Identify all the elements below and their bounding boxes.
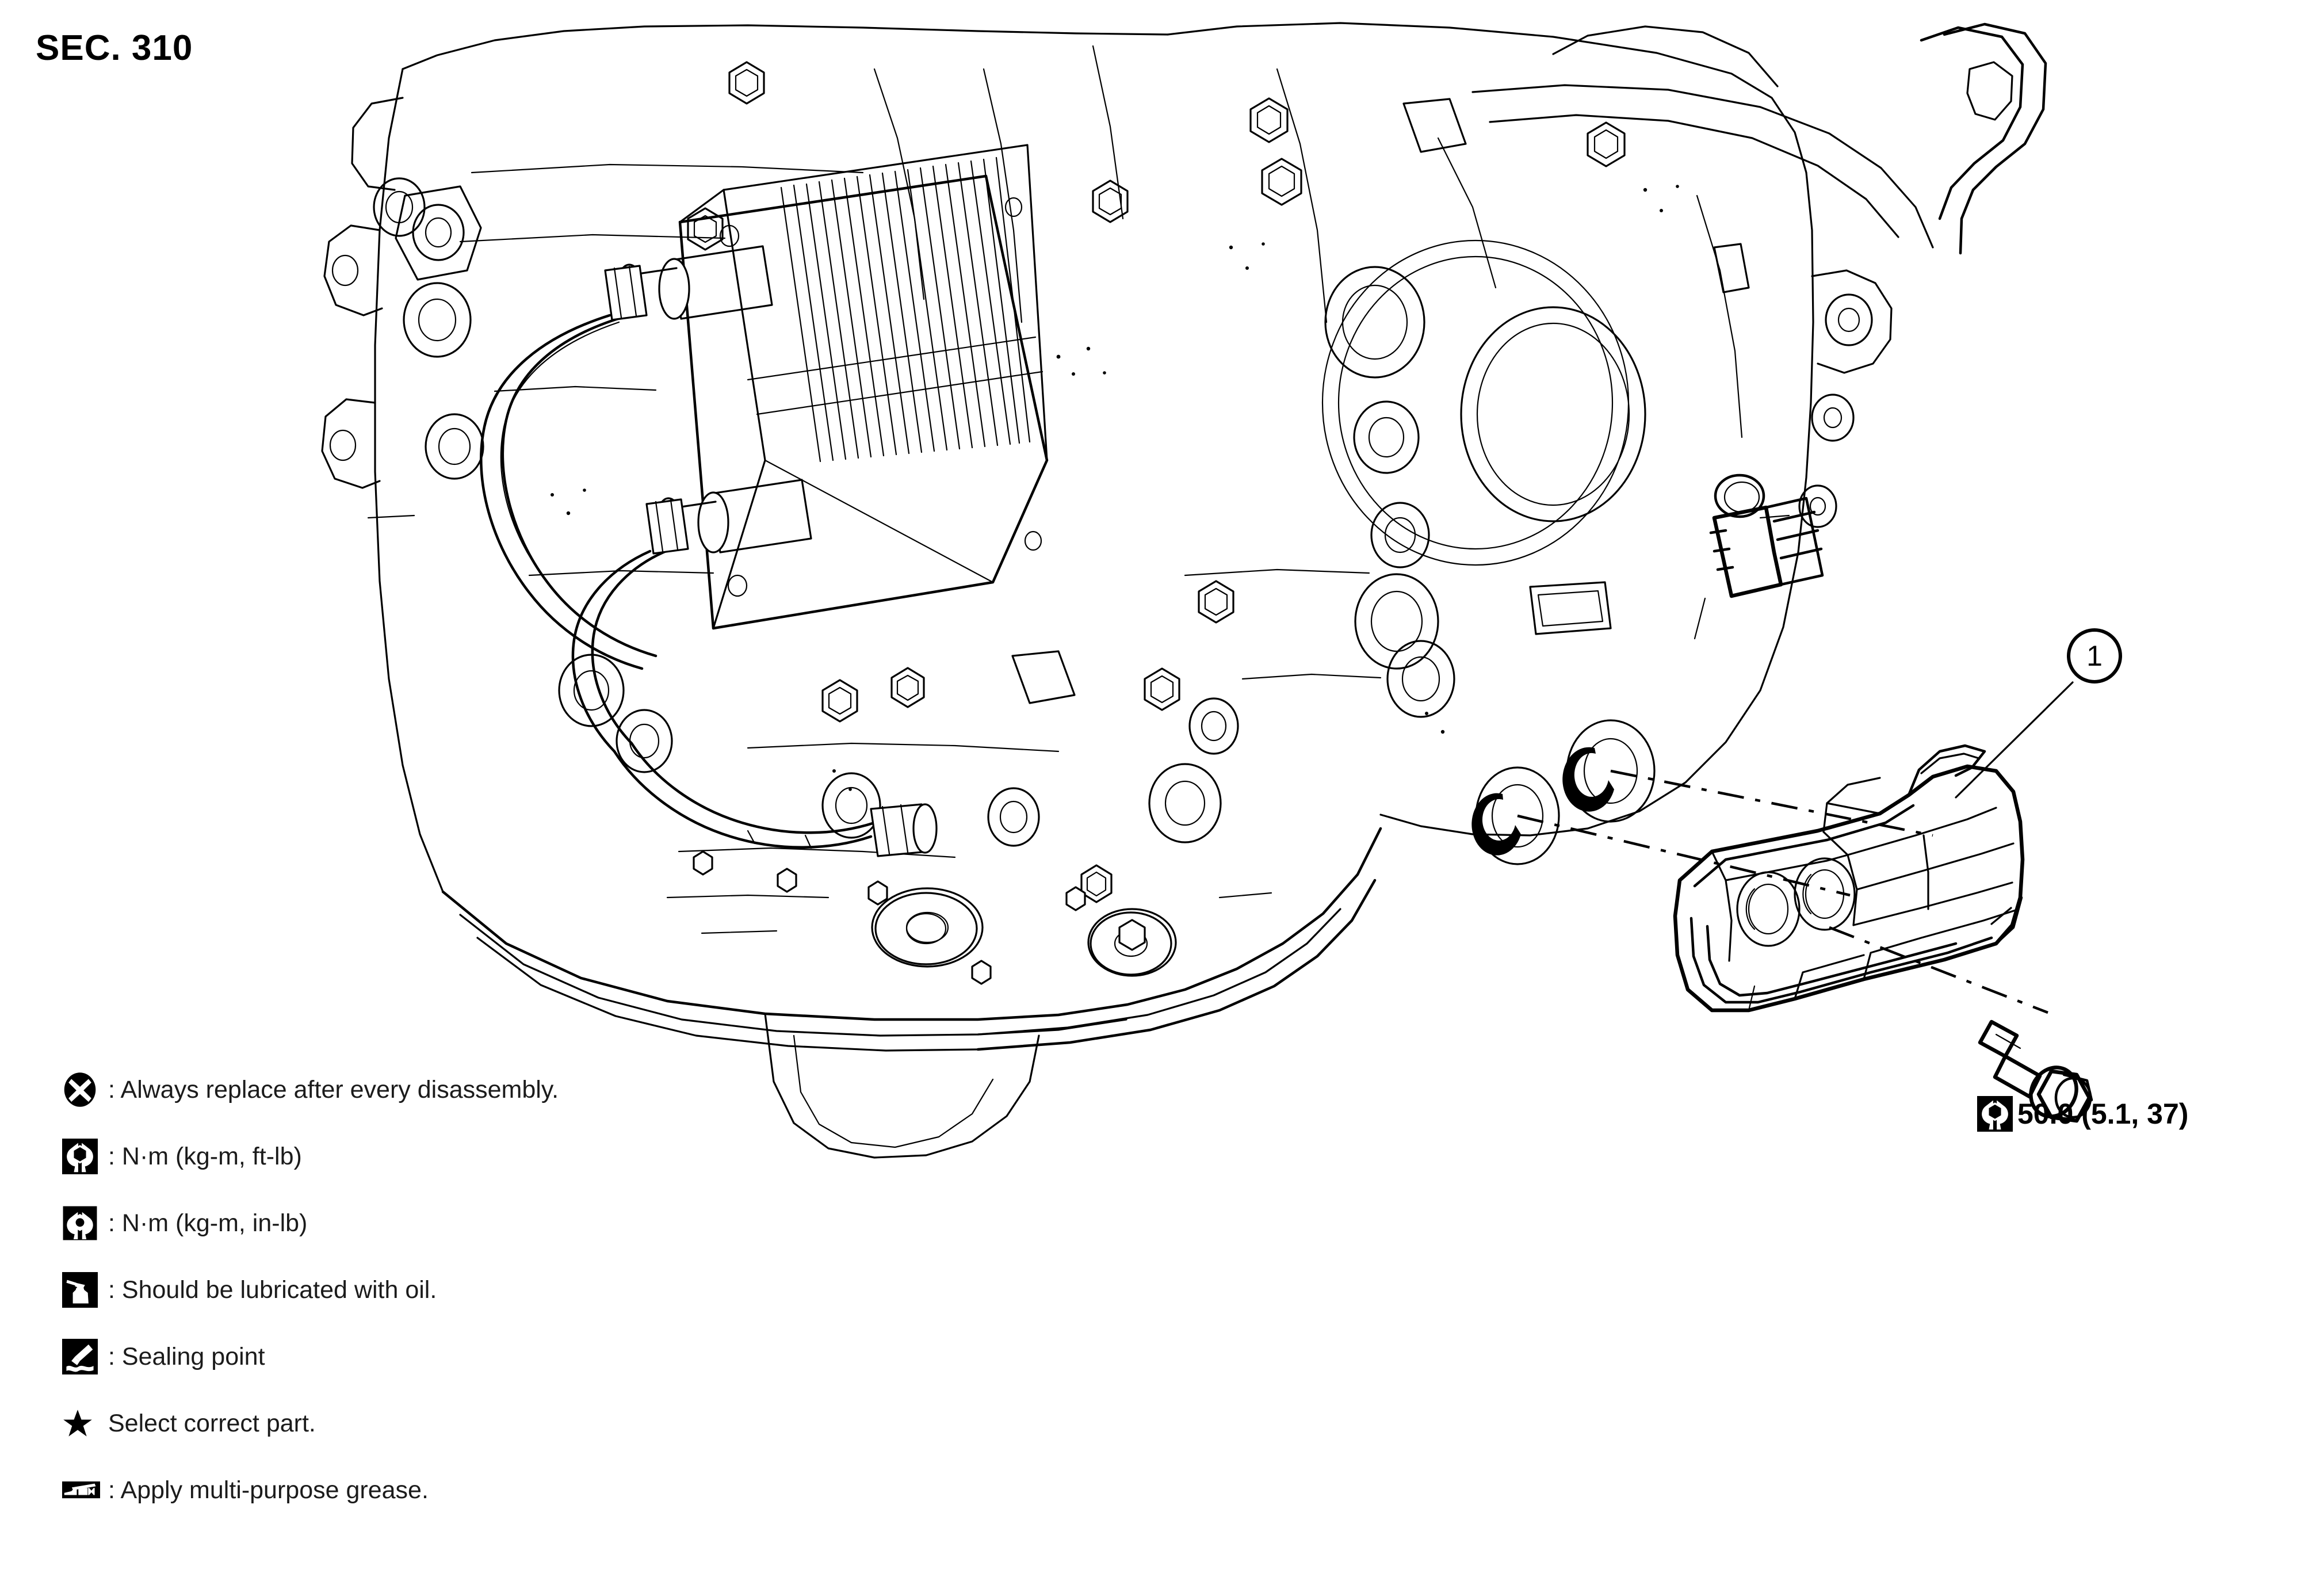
engine-mount-bracket-part bbox=[1673, 744, 2025, 1013]
electrical-connector bbox=[1694, 474, 1824, 640]
legend-item-lubricate-oil: : Should be lubricated with oil. bbox=[62, 1271, 810, 1308]
sealing-point-icon bbox=[62, 1338, 100, 1376]
legend-item-select-correct-part: Select correct part. bbox=[62, 1405, 810, 1442]
legend-item-sealing-point: : Sealing point bbox=[62, 1338, 810, 1375]
section-label: SEC. 310 bbox=[36, 28, 193, 68]
legend-label: : Apply multi-purpose grease. bbox=[108, 1476, 429, 1504]
legend-item-always-replace: : Always replace after every disassembly… bbox=[62, 1071, 810, 1108]
callout-bubble: 1 bbox=[2067, 628, 2122, 684]
bracket-mounting-bosses bbox=[1471, 719, 1656, 865]
legend-item-torque-ft-lb: : N·m (kg-m, ft-lb) bbox=[62, 1138, 810, 1175]
callout-leader-line bbox=[1955, 681, 2074, 799]
legend-item-apply-grease: : Apply multi-purpose grease. bbox=[62, 1472, 810, 1509]
case-detail-lines bbox=[367, 45, 1790, 858]
torque-wrench-in-lb-icon bbox=[62, 1204, 100, 1242]
mount-bolt bbox=[1978, 1019, 2093, 1123]
star-icon bbox=[62, 1404, 100, 1442]
legend-label: : N·m (kg-m, in-lb) bbox=[108, 1209, 308, 1237]
legend-item-torque-in-lb: : N·m (kg-m, in-lb) bbox=[62, 1205, 810, 1242]
legend-label: : Sealing point bbox=[108, 1342, 265, 1370]
legend-label: : N·m (kg-m, ft-lb) bbox=[108, 1142, 302, 1170]
callout-number: 1 bbox=[2086, 640, 2103, 672]
torque-wrench-ft-lb-icon bbox=[1977, 1096, 2013, 1132]
case-bosses bbox=[373, 177, 1430, 976]
callout-1[interactable]: 1 bbox=[2067, 628, 2122, 684]
engine-transaxle-assembly bbox=[321, 22, 2047, 1159]
always-replace-icon bbox=[62, 1071, 100, 1109]
torque-value: 50.0 (5.1, 37) bbox=[2017, 1098, 2189, 1130]
torque-wrench-ft-lb-icon bbox=[62, 1137, 100, 1175]
legend-label: : Should be lubricated with oil. bbox=[108, 1276, 437, 1304]
legend: : Always replace after every disassembly… bbox=[62, 1071, 810, 1509]
case-bolts bbox=[687, 61, 1626, 903]
oil-cooler-assembly bbox=[480, 144, 1049, 753]
legend-label: : Always replace after every disassembly… bbox=[108, 1075, 559, 1103]
oil-pan-details bbox=[666, 850, 1272, 985]
torque-specification: 50.0 (5.1, 37) bbox=[1977, 1096, 2188, 1132]
legend-label: Select correct part. bbox=[108, 1409, 316, 1437]
grease-gun-icon bbox=[62, 1471, 100, 1509]
oil-can-icon bbox=[62, 1271, 100, 1309]
